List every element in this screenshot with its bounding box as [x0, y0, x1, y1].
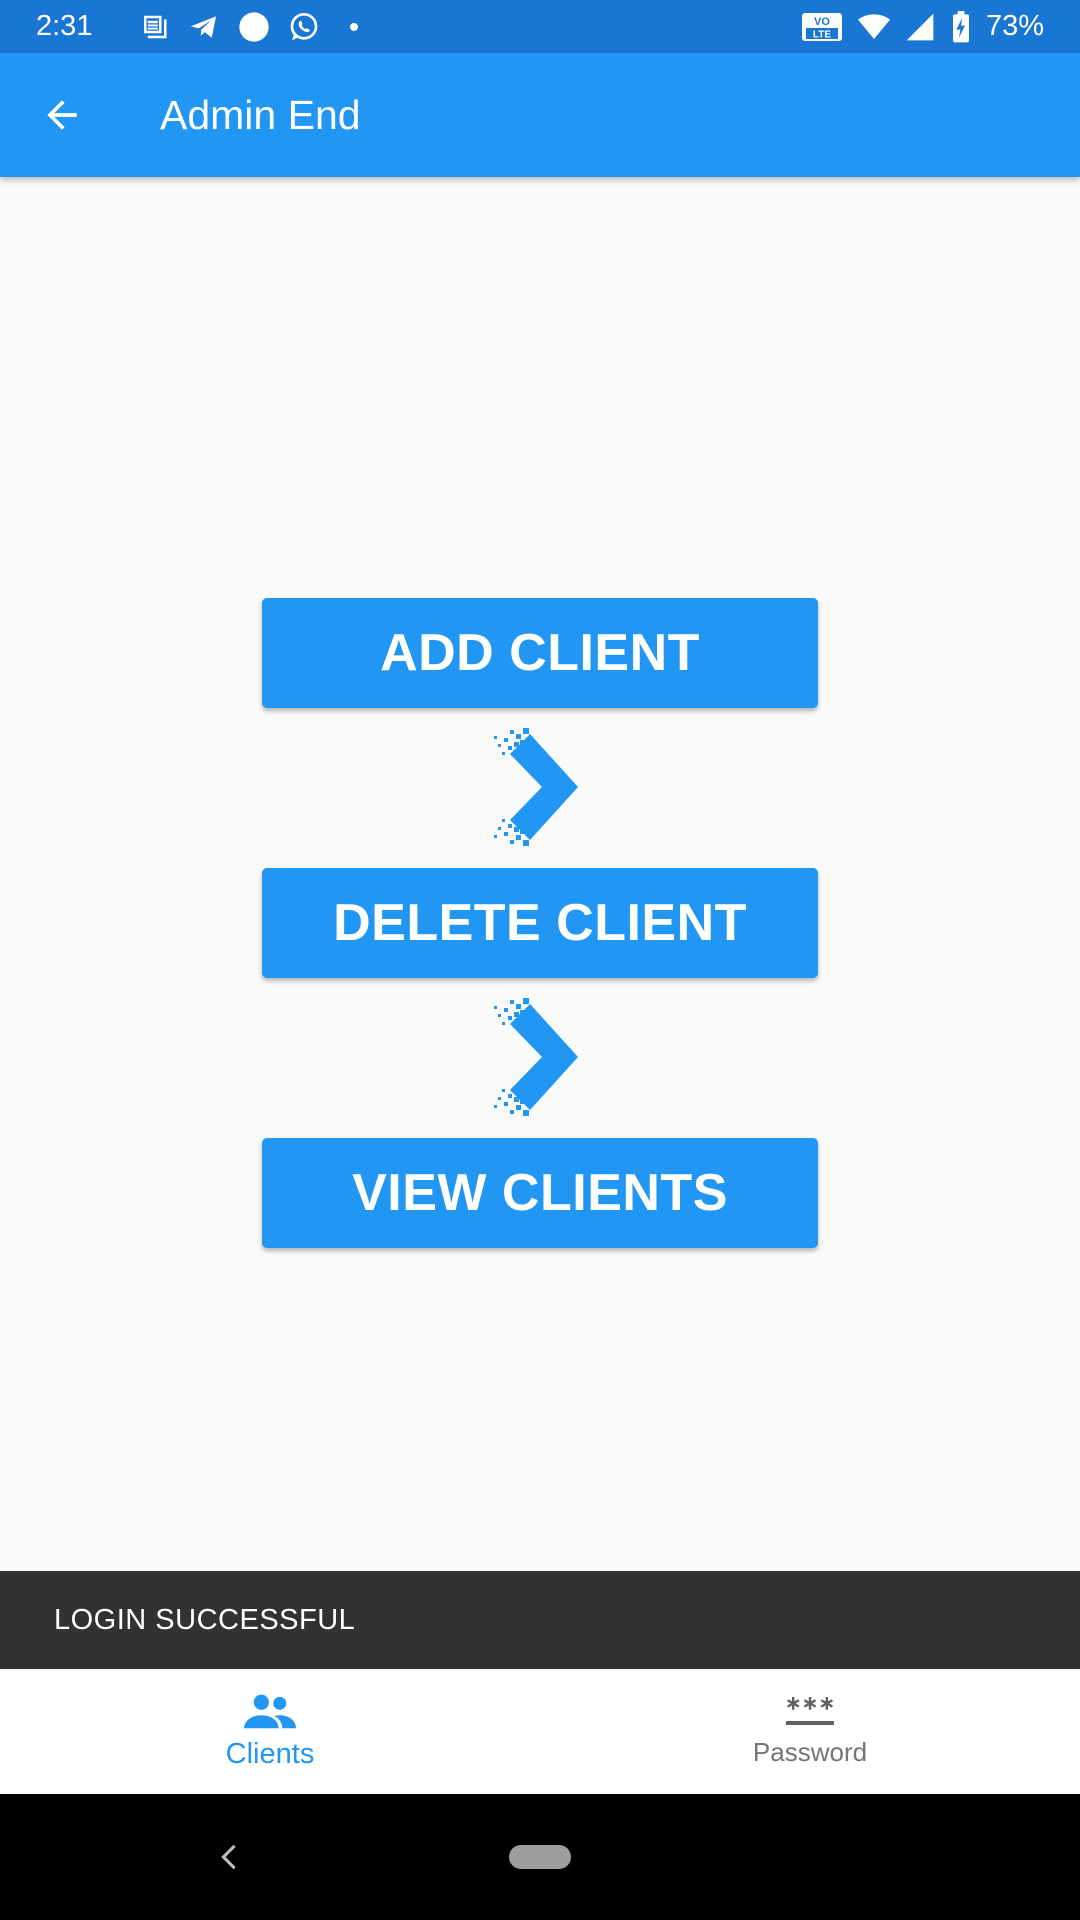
chevron-left-icon [221, 1844, 236, 1870]
status-right: VO LTE 73% [800, 10, 1044, 43]
app-bar: Admin End [0, 53, 1080, 177]
battery-charging-icon [950, 10, 972, 43]
system-navigation-bar [0, 1794, 1080, 1920]
bottom-navigation: Clients Password [0, 1669, 1080, 1794]
status-bar: 2:31 VO LTE [0, 0, 1080, 53]
people-icon [244, 1694, 296, 1729]
main-content: ADD CLIENT DELETE CLIENT [0, 177, 1080, 1571]
add-client-button[interactable]: ADD CLIENT [262, 598, 818, 708]
signal-icon [904, 11, 936, 43]
system-back-button[interactable] [214, 1832, 244, 1882]
arrow-left-icon [47, 100, 77, 130]
status-time: 2:31 [36, 10, 93, 42]
nav-item-password[interactable]: Password [540, 1669, 1080, 1794]
news-icon [138, 11, 170, 43]
wifi-icon [857, 11, 890, 43]
circle-icon [238, 11, 270, 43]
dot-icon [338, 11, 370, 43]
delete-client-button[interactable]: DELETE CLIENT [262, 868, 818, 978]
telegram-icon [188, 11, 220, 43]
system-home-pill[interactable] [509, 1845, 571, 1869]
nav-item-clients[interactable]: Clients [0, 1669, 540, 1794]
back-button[interactable] [0, 53, 124, 177]
whatsapp-icon [288, 11, 320, 43]
nav-label-clients: Clients [225, 1738, 315, 1770]
volte-icon: VO LTE [800, 11, 844, 43]
page-title: Admin End [160, 91, 361, 138]
svg-text:LTE: LTE [813, 29, 831, 40]
chevron-logo-icon [494, 728, 578, 846]
snackbar: LOGIN SUCCESSFUL [0, 1571, 1080, 1669]
status-left: 2:31 [36, 10, 370, 43]
battery-percent: 73% [985, 10, 1044, 42]
chevron-logo-icon [494, 998, 578, 1116]
svg-text:VO: VO [814, 16, 830, 28]
nav-label-password: Password [752, 1737, 868, 1767]
snackbar-message: LOGIN SUCCESSFUL [54, 1603, 356, 1636]
password-icon [786, 1697, 834, 1725]
view-clients-button[interactable]: VIEW CLIENTS [262, 1138, 818, 1248]
